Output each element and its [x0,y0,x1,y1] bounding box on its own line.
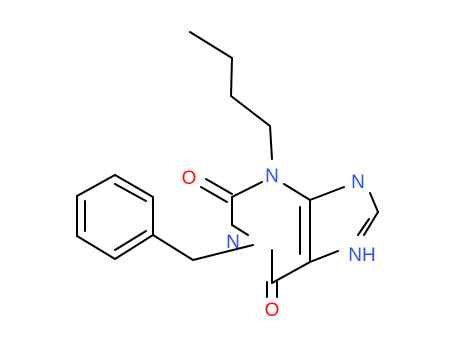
atom-label-n7: NH [348,245,375,266]
bond [76,235,116,260]
bond [369,192,379,213]
bond [114,174,154,198]
bond [205,178,233,195]
atom-labels: O N N N NH O [182,166,376,321]
butyl-chain [189,31,273,160]
imidazole-ring [309,186,379,263]
bond [189,31,233,59]
bond [114,183,147,202]
bond [114,234,154,260]
bond [363,211,379,236]
bond [230,57,233,97]
bond [357,218,370,236]
bond [200,186,228,203]
bond [231,181,263,198]
bond [231,224,249,236]
bond [283,183,311,201]
atom-label-o1: O [182,168,197,189]
benzyl-group [76,174,254,261]
bond [114,230,147,251]
bond [309,186,345,201]
atom-label-n3: N [265,166,279,187]
pyrimidine-ring [200,178,311,298]
bond [269,125,273,160]
bond [76,174,116,197]
bond [192,244,254,261]
atom-label-o2: O [265,300,280,321]
bond [309,250,339,263]
bond [271,261,311,284]
atom-label-n1: N [226,232,240,253]
bond [230,95,271,127]
atom-label-n9: N [351,172,365,193]
bond [152,234,194,261]
